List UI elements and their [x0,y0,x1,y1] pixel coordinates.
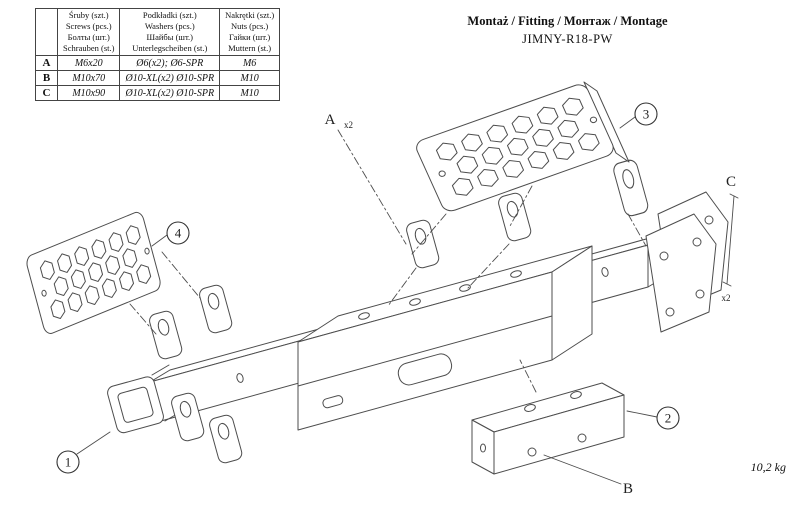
table-corner-cell [35,7,58,57]
leader-lines [76,116,658,485]
table-header-nuts: Nakrętki (szt.) Nuts (pcs.) Гайки (шт.) … [219,7,281,57]
balloon-4-circle [166,221,190,245]
row-c-id: C [35,85,58,102]
label-c: C [726,174,736,190]
row-a-nuts: M6 [219,55,281,72]
balloon-3-circle [634,102,658,126]
side-plate-front [645,213,717,333]
table-header-screws: Śruby (szt.) Screws (pcs.) Болты (шт.) S… [56,7,121,57]
balloon-2: 2 [665,411,672,426]
row-c-screws: M10x90 [56,85,121,102]
table-header-washers: Podkładki (szt.) Washers (pcs.) Шайбы (ш… [119,7,221,57]
balloon-2-circle [656,406,680,430]
row-a-id: A [35,55,58,72]
model-code: JIMNY-R18-PW [522,32,613,47]
label-a: A [325,112,336,128]
label-c-qty: x2 [722,293,731,303]
hex-plate-top [414,81,630,213]
label-a-qty: x2 [344,120,353,130]
c-dimension-line [722,193,739,287]
row-a-screws: M6x20 [56,55,121,72]
row-b-nuts: M10 [219,70,281,87]
balloon-1-circle [56,450,80,474]
label-b: B [623,481,633,497]
receiver-tube [107,364,183,434]
balloon-4: 4 [175,226,182,241]
row-b-id: B [35,70,58,87]
title-block: Montaż / Fitting / Монтаж / Montage JIMN… [425,12,710,48]
table-row-c: C M10x90 Ø10-XL(x2) Ø10-SPR M10 [35,85,281,102]
table-header-row: Śruby (szt.) Screws (pcs.) Болты (шт.) S… [35,7,281,57]
balloon-1: 1 [65,455,72,470]
row-c-nuts: M10 [219,85,281,102]
table-row-b: B M10x70 Ø10-XL(x2) Ø10-SPR M10 [35,70,281,87]
channel-bracket [471,382,625,475]
table-row-a: A M6x20 Ø6(x2); Ø6-SPR M6 [35,55,281,72]
callout-balloons [56,102,680,474]
row-b-washers: Ø10-XL(x2) Ø10-SPR [119,70,221,87]
fasteners-table: Śruby (szt.) Screws (pcs.) Болты (шт.) S… [35,7,281,102]
drawing-title: Montaż / Fitting / Монтаж / Montage [467,14,668,28]
row-a-washers: Ø6(x2); Ø6-SPR [119,55,221,72]
row-c-washers: Ø10-XL(x2) Ø10-SPR [119,85,221,102]
weight-label: 10,2 kg [750,460,786,474]
row-b-screws: M10x70 [56,70,121,87]
assembly-axes [129,129,647,393]
center-bracket [297,245,593,431]
balloon-3: 3 [643,107,650,122]
